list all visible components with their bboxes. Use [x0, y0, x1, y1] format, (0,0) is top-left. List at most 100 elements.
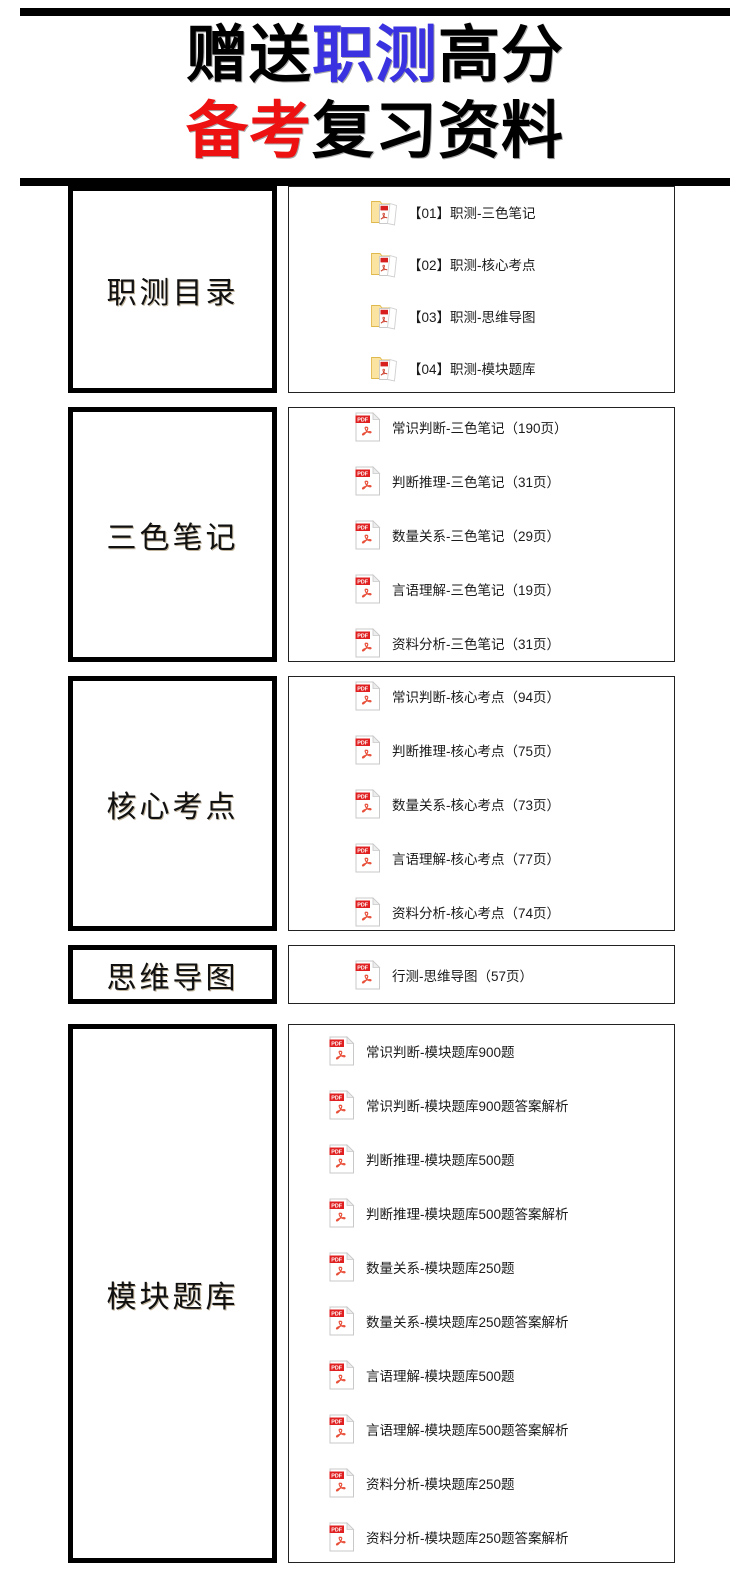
svg-text:PDF: PDF	[331, 1203, 342, 1209]
svg-text:PDF: PDF	[357, 525, 368, 531]
file-row[interactable]: PDF 资料分析-三色笔记（31页）	[289, 626, 674, 660]
header-title-line-2: 备考复习资料	[0, 94, 750, 170]
file-name-label: 言语理解-模块题库500题	[366, 1368, 515, 1384]
file-row[interactable]: PDF 数量关系-模块题库250题答案解析	[289, 1304, 674, 1338]
file-name-label: 数量关系-模块题库250题答案解析	[366, 1314, 569, 1330]
file-name-label: 资料分析-模块题库250题	[366, 1476, 515, 1492]
file-name-label: 数量关系-三色笔记（29页）	[392, 528, 561, 544]
file-list-inner: 【01】职测-三色笔记【02】职测-核心考点【03】职测-思维导图【04】职测-…	[289, 180, 674, 400]
header-title-block: 赠送职测高分 备考复习资料	[0, 16, 750, 172]
file-name-label: 数量关系-模块题库250题	[366, 1260, 515, 1276]
file-row[interactable]: PDF 判断推理-核心考点（75页）	[289, 733, 674, 767]
header-title-seg-4-highlight: 备考	[185, 97, 312, 166]
file-name-label: 【04】职测-模块题库	[408, 361, 536, 377]
pdf-file-icon: PDF	[351, 410, 385, 444]
svg-text:PDF: PDF	[331, 1311, 342, 1317]
file-name-label: 数量关系-核心考点（73页）	[392, 797, 561, 813]
file-row[interactable]: PDF 数量关系-核心考点（73页）	[289, 787, 674, 821]
file-row[interactable]: PDF 言语理解-核心考点（77页）	[289, 841, 674, 875]
pdf-file-icon: PDF	[325, 1304, 359, 1338]
file-name-label: 言语理解-三色笔记（19页）	[392, 582, 561, 598]
pdf-file-icon: PDF	[351, 464, 385, 498]
pdf-file-icon: PDF	[325, 1520, 359, 1554]
promo-header: 赠送职测高分 备考复习资料	[0, 8, 750, 186]
file-name-label: 【02】职测-核心考点	[408, 257, 536, 273]
file-row[interactable]: PDF 判断推理-模块题库500题	[289, 1142, 674, 1176]
section-label-text: 职测目录	[106, 275, 239, 311]
file-name-label: 【01】职测-三色笔记	[408, 205, 536, 221]
pdf-file-icon: PDF	[351, 626, 385, 660]
folder-pdf-icon	[367, 195, 401, 229]
pdf-file-icon: PDF	[325, 1250, 359, 1284]
section-label-text: 核心考点	[106, 789, 239, 825]
file-row[interactable]: PDF 资料分析-模块题库250题答案解析	[289, 1520, 674, 1554]
header-title-seg-2-highlight: 职测	[311, 21, 438, 90]
svg-text:PDF: PDF	[331, 1473, 342, 1479]
svg-text:PDF: PDF	[357, 848, 368, 854]
svg-text:PDF: PDF	[357, 686, 368, 692]
file-row[interactable]: PDF 数量关系-模块题库250题	[289, 1250, 674, 1284]
file-row[interactable]: PDF 数量关系-三色笔记（29页）	[289, 518, 674, 552]
section-file-list: 【01】职测-三色笔记【02】职测-核心考点【03】职测-思维导图【04】职测-…	[288, 186, 675, 393]
file-row[interactable]: 【04】职测-模块题库	[289, 351, 674, 385]
svg-text:PDF: PDF	[331, 1095, 342, 1101]
sections-root: 职测目录 【01】职测-三色笔记【02】职测-核心考点【03】职测-思维导图【04…	[0, 186, 750, 1563]
header-bottom-rule	[20, 178, 730, 186]
pdf-file-icon: PDF	[351, 958, 385, 992]
svg-text:PDF: PDF	[331, 1365, 342, 1371]
file-name-label: 常识判断-模块题库900题	[366, 1044, 515, 1060]
file-row[interactable]: PDF 资料分析-核心考点（74页）	[289, 895, 674, 929]
file-name-label: 言语理解-核心考点（77页）	[392, 851, 561, 867]
section-label-text: 三色笔记	[106, 520, 239, 556]
pdf-file-icon: PDF	[325, 1412, 359, 1446]
file-name-label: 判断推理-模块题库500题答案解析	[366, 1206, 569, 1222]
folder-pdf-icon	[367, 299, 401, 333]
section-label-box: 模块题库	[68, 1024, 277, 1563]
pdf-file-icon: PDF	[325, 1142, 359, 1176]
section-label-text: 模块题库	[106, 1279, 239, 1315]
file-row[interactable]: 【03】职测-思维导图	[289, 299, 674, 333]
file-name-label: 判断推理-核心考点（75页）	[392, 743, 561, 759]
file-name-label: 资料分析-三色笔记（31页）	[392, 636, 561, 652]
file-row[interactable]: PDF 言语理解-模块题库500题	[289, 1358, 674, 1392]
file-name-label: 【03】职测-思维导图	[408, 309, 536, 325]
svg-text:PDF: PDF	[357, 417, 368, 423]
file-row[interactable]: PDF 资料分析-模块题库250题	[289, 1466, 674, 1500]
folder-pdf-icon	[367, 247, 401, 281]
file-row[interactable]: PDF 判断推理-模块题库500题答案解析	[289, 1196, 674, 1230]
svg-text:PDF: PDF	[357, 471, 368, 477]
pdf-file-icon: PDF	[351, 895, 385, 929]
file-row[interactable]: 【01】职测-三色笔记	[289, 195, 674, 229]
file-row[interactable]: 【02】职测-核心考点	[289, 247, 674, 281]
pdf-file-icon: PDF	[351, 733, 385, 767]
file-name-label: 资料分析-核心考点（74页）	[392, 905, 561, 921]
file-name-label: 资料分析-模块题库250题答案解析	[366, 1530, 569, 1546]
section-label-box: 思维导图	[68, 945, 277, 1004]
file-name-label: 判断推理-模块题库500题	[366, 1152, 515, 1168]
pdf-file-icon: PDF	[325, 1088, 359, 1122]
header-top-rule	[20, 8, 730, 16]
svg-text:PDF: PDF	[357, 794, 368, 800]
pdf-file-icon: PDF	[351, 787, 385, 821]
folder-pdf-icon	[367, 351, 401, 385]
pdf-file-icon: PDF	[325, 1358, 359, 1392]
pdf-file-icon: PDF	[325, 1466, 359, 1500]
section-label-text: 思维导图	[106, 960, 239, 996]
header-title-seg-5: 复习资料	[312, 97, 565, 166]
svg-text:PDF: PDF	[357, 633, 368, 639]
